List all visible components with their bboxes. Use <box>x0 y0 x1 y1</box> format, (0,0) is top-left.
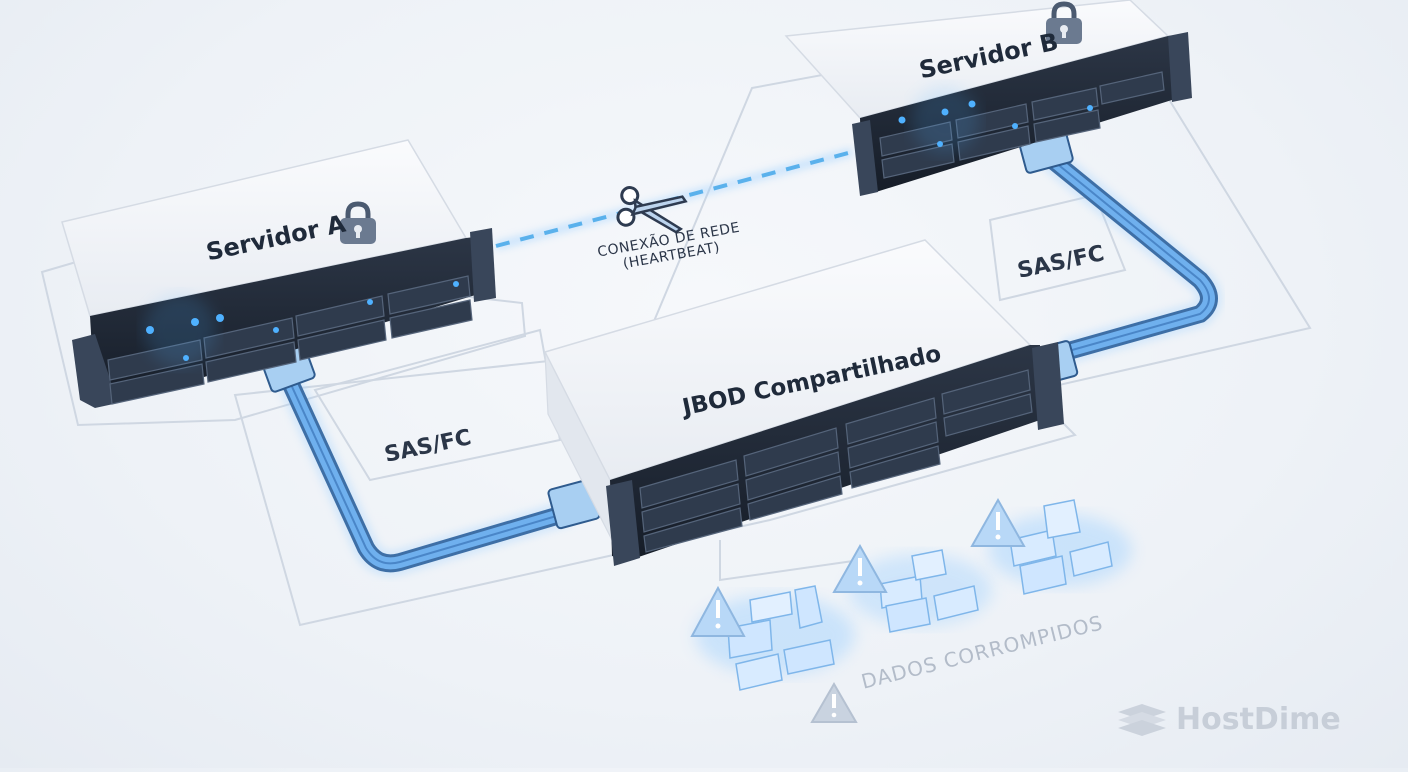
corrupted-cluster-3 <box>970 497 1132 595</box>
lock-icon <box>1046 1 1082 44</box>
warning-icon <box>832 543 888 593</box>
warning-icon <box>970 497 1026 547</box>
jbod-storage <box>543 239 1064 566</box>
sas-cable-right <box>1018 128 1222 384</box>
jbod-drive-bays <box>639 369 1033 553</box>
scissors-icon <box>616 186 688 234</box>
server-b <box>784 0 1192 196</box>
sas-cable-left <box>260 343 601 577</box>
server-a <box>61 139 496 408</box>
warning-icon <box>690 585 746 637</box>
brand-name: HostDime <box>1176 702 1341 737</box>
corrupted-data-blocks <box>690 497 1132 723</box>
server-a-drive-bays <box>107 275 473 405</box>
warning-icon <box>810 682 858 723</box>
lock-icon <box>340 201 376 244</box>
corrupted-cluster-2 <box>832 543 992 633</box>
corrupted-cluster-1 <box>690 585 855 691</box>
hostdime-logo-icon <box>1118 704 1166 736</box>
